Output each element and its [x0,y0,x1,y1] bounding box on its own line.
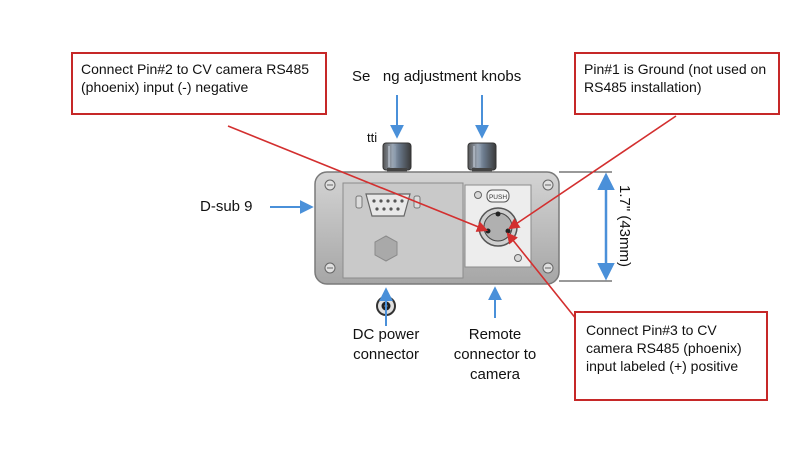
dsub-label: D-sub 9 [200,198,253,215]
push-tab-label: PUSH [489,194,507,201]
remote-line2: connector to [453,346,537,363]
dc-jack-hex [374,235,398,262]
knobs-title: Se ng adjustment knobs [352,68,522,85]
dsub9-connector [355,193,421,217]
callout-pin2-text: Connect Pin#2 to CV camera RS485 (phoeni… [81,61,310,95]
dc-power-line1: DC power [352,326,420,343]
leader-pin1 [508,115,677,230]
callout-pin3-text: Connect Pin#3 to CV camera RS485 (phoeni… [586,322,742,374]
pin-1 [495,211,501,217]
leader-pin2 [227,125,489,232]
dimension-label: 1.7" (43mm) [616,185,633,267]
callout-pin2: Connect Pin#2 to CV camera RS485 (phoeni… [71,52,327,115]
remote-line1: Remote [468,326,522,343]
height-dimension: 1.7" (43mm) [559,171,633,282]
adjustment-knob-left [382,142,412,174]
adjustment-knob-right [467,142,497,174]
callout-pin3: Connect Pin#3 to CV camera RS485 (phoeni… [574,311,768,401]
knob-glyph: tti [367,130,378,145]
remote-line3: camera [469,366,521,383]
remote-label: Remote connector to camera [440,325,550,385]
callout-pin1-text: Pin#1 is Ground (not used on RS485 insta… [584,61,767,95]
leader-pin3 [506,232,586,331]
callout-pin1: Pin#1 is Ground (not used on RS485 insta… [574,52,780,115]
dc-power-line2: connector [353,346,419,363]
pin-3 [505,228,511,234]
dc-power-label: DC power connector [336,325,436,365]
